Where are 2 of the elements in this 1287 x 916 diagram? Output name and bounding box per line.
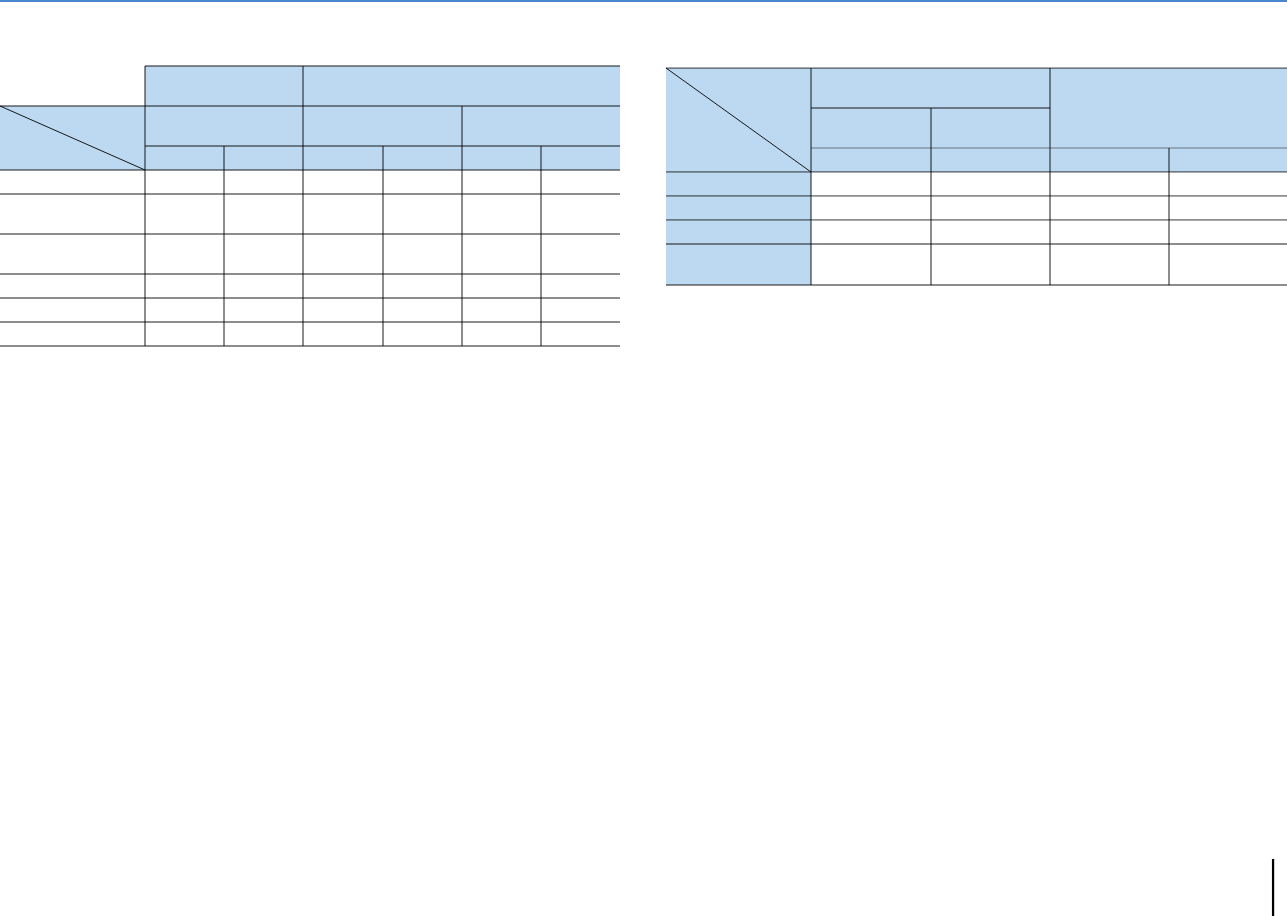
- table-drawing: [0, 65, 621, 347]
- table-drawing: [665, 67, 1287, 286]
